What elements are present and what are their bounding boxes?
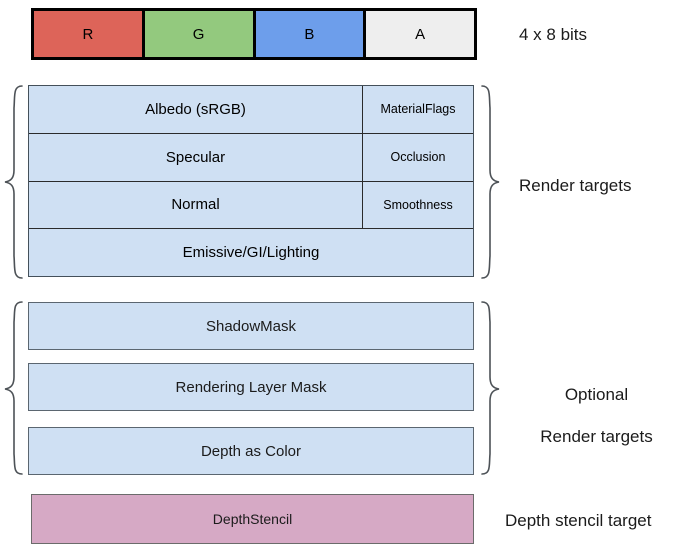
channel-label-r: R [82, 25, 94, 43]
depth-stencil-label: Depth stencil target [505, 511, 652, 530]
render-targets-left-brace [4, 85, 23, 279]
bit-depth-label: 4 x 8 bits [519, 25, 588, 44]
depth-stencil-box-label: DepthStencil [212, 511, 293, 527]
channel-cell-r: R [34, 11, 145, 57]
render-target-alpha-cell: Smoothness [383, 197, 453, 212]
render-target-row: Normal Smoothness [29, 181, 473, 230]
optional-render-targets-label: Optional Render targets [519, 363, 674, 468]
depth-stencil-box: DepthStencil [31, 494, 474, 544]
render-targets-group: Albedo (sRGB) MaterialFlags Specular Occ… [28, 85, 474, 277]
channel-cell-b: B [255, 11, 367, 57]
optional-render-targets-label-line1: Optional [564, 385, 629, 404]
rgba-channel-bar: R G B A [31, 8, 477, 60]
render-target-main-cell: Normal [29, 181, 363, 229]
optional-render-target-box: Rendering Layer Mask [28, 363, 474, 411]
render-targets-label: Render targets [519, 176, 632, 195]
render-target-row: Specular Occlusion [29, 133, 473, 182]
optional-render-targets-label-line2: Render targets [540, 427, 653, 446]
optional-render-targets-left-brace [4, 301, 23, 475]
optional-render-targets-right-brace [481, 301, 500, 475]
optional-render-target-box: ShadowMask [28, 302, 474, 350]
render-targets-right-brace [481, 85, 500, 279]
channel-label-b: B [304, 25, 315, 43]
optional-render-target-label: ShadowMask [205, 317, 297, 335]
render-target-main-cell: Albedo (sRGB) [29, 86, 363, 133]
render-target-row: Emissive/GI/Lighting [29, 229, 473, 276]
channel-label-g: G [192, 25, 205, 43]
channel-cell-g: G [144, 11, 256, 57]
render-target-main-cell: Emissive/GI/Lighting [182, 244, 320, 262]
render-target-main-cell: Specular [29, 133, 363, 181]
render-target-alpha-cell: MaterialFlags [380, 102, 456, 117]
render-target-alpha-cell: Occlusion [390, 150, 446, 165]
channel-cell-a: A [366, 11, 474, 57]
channel-label-a: A [415, 25, 426, 43]
render-target-row: Albedo (sRGB) MaterialFlags [29, 86, 473, 134]
optional-render-target-label: Rendering Layer Mask [175, 378, 327, 396]
optional-render-target-label: Depth as Color [200, 442, 302, 460]
optional-render-target-box: Depth as Color [28, 427, 474, 475]
